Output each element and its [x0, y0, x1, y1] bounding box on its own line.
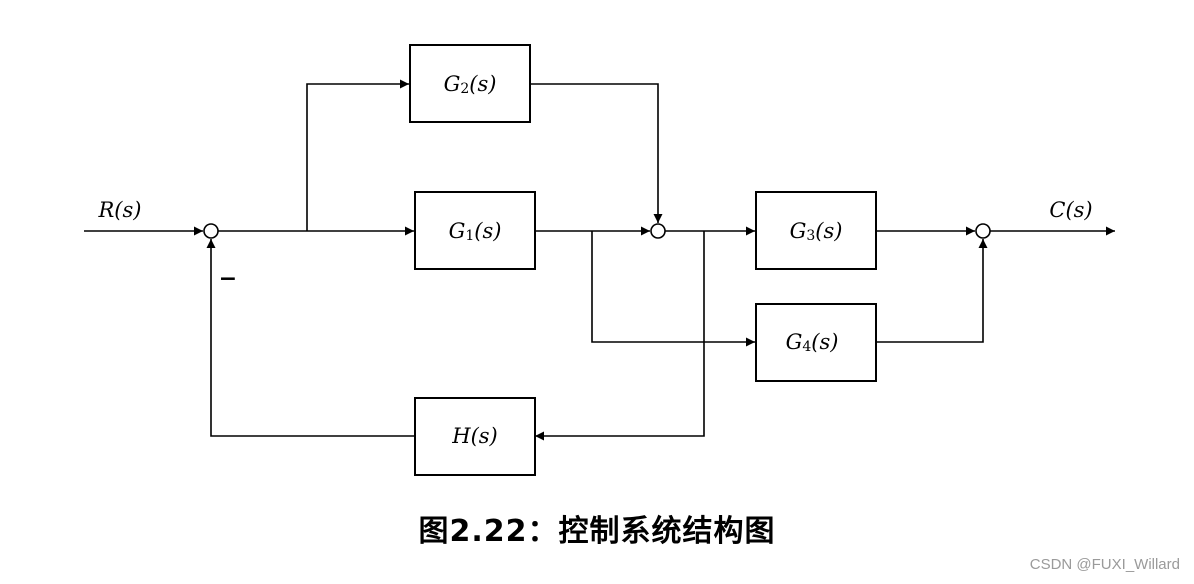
block-g1-label: G1(s) — [449, 219, 502, 244]
block-g3 — [755, 191, 877, 270]
branch-to-g4-line — [591, 231, 755, 347]
summing-junction-2 — [650, 223, 666, 239]
summing-junction-1 — [203, 223, 219, 239]
h-to-sum1-line — [206, 239, 415, 437]
block-diagram: G2(s) G1(s) G3(s) G4(s) H(s) R(s) C(s) − — [84, 44, 1115, 476]
block-g4 — [755, 303, 877, 382]
block-g1 — [414, 191, 536, 270]
watermark: CSDN @FUXI_Willard — [1029, 556, 1180, 573]
summing-junction-3 — [975, 223, 991, 239]
g2-to-sum2-line — [530, 83, 663, 223]
block-g4-label: G4(s) — [786, 330, 839, 355]
g4-to-sum3-line — [876, 239, 988, 343]
feedback-sign: − — [219, 267, 237, 292]
block-g2 — [409, 44, 531, 123]
branch-to-h-line — [535, 231, 705, 441]
output-signal-label: C(s) — [1049, 198, 1092, 222]
branch-to-g2-line — [306, 79, 409, 231]
figure-caption: 图2.22：控制系统结构图 — [418, 514, 776, 549]
block-g3-label: G3(s) — [790, 219, 843, 244]
block-h-label: H(s) — [451, 424, 497, 448]
input-signal-label: R(s) — [98, 198, 142, 222]
block-g2-label: G2(s) — [444, 72, 497, 97]
block-h — [414, 397, 536, 476]
